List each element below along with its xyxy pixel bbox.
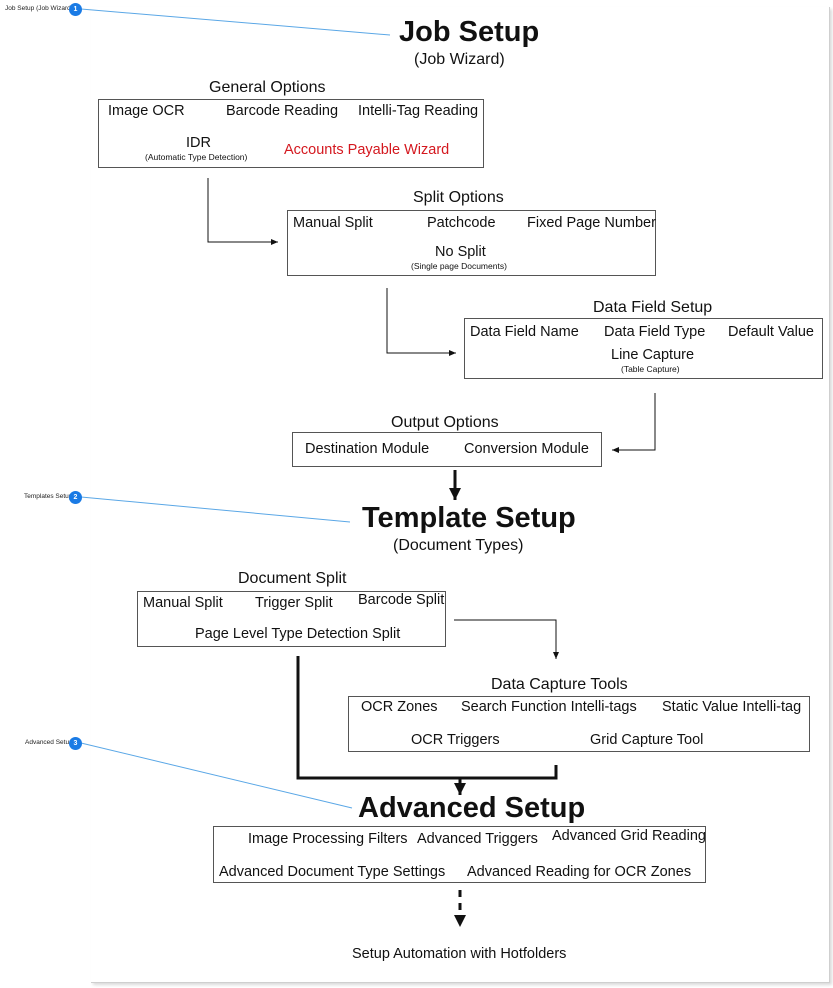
barcode-reading-option: Barcode Reading bbox=[226, 103, 339, 119]
setup-automation-hotfolders: Setup Automation with Hotfolders bbox=[352, 946, 567, 962]
conversion-module-option: Conversion Module bbox=[464, 441, 589, 457]
general-options-title: General Options bbox=[209, 79, 326, 96]
job-setup-subtitle: (Job Wizard) bbox=[414, 51, 505, 68]
patchcode-option: Patchcode bbox=[427, 215, 496, 231]
image-ocr-option: Image OCR bbox=[108, 103, 185, 119]
destination-module-option: Destination Module bbox=[305, 441, 430, 457]
manual-split-option: Manual Split bbox=[293, 215, 373, 231]
arrow-split-to-datafield bbox=[386, 288, 456, 356]
callout-2-badge[interactable]: 2 bbox=[69, 491, 82, 504]
callout-1-leader bbox=[80, 8, 391, 36]
data-capture-tools-box bbox=[348, 696, 810, 752]
grid-capture-tool-option: Grid Capture Tool bbox=[590, 732, 704, 748]
output-options-box bbox=[292, 432, 602, 467]
page-level-split-option: Page Level Type Detection Split bbox=[195, 626, 401, 642]
advanced-triggers-option: Advanced Triggers bbox=[417, 831, 538, 847]
callout-2-label: Templates Setup bbox=[24, 493, 73, 500]
intelli-tag-reading-option: Intelli-Tag Reading bbox=[358, 103, 479, 119]
callout-3-label: Advanced Setup bbox=[25, 739, 73, 746]
idr-option: IDR bbox=[186, 135, 211, 151]
advanced-reading-ocr-zones-option: Advanced Reading for OCR Zones bbox=[467, 864, 692, 880]
split-options-title: Split Options bbox=[413, 189, 504, 206]
data-field-name-option: Data Field Name bbox=[470, 324, 579, 340]
arrow-datafield-to-output bbox=[612, 393, 656, 453]
ocr-zones-option: OCR Zones bbox=[361, 699, 438, 715]
template-setup-subtitle: (Document Types) bbox=[393, 537, 524, 554]
callout-1-label: Job Setup (Job Wizard) bbox=[5, 5, 73, 12]
barcode-split-option: Barcode Split bbox=[358, 592, 445, 608]
advanced-document-type-settings-option: Advanced Document Type Settings bbox=[219, 864, 446, 880]
line-capture-option: Line Capture bbox=[611, 347, 695, 363]
document-split-title: Document Split bbox=[238, 570, 347, 587]
trigger-split-option: Trigger Split bbox=[255, 595, 333, 611]
no-split-subtitle: (Single page Documents) bbox=[411, 261, 507, 271]
doc-manual-split-option: Manual Split bbox=[143, 595, 223, 611]
idr-subtitle: (Automatic Type Detection) bbox=[145, 152, 248, 162]
fixed-page-number-option: Fixed Page Number bbox=[527, 215, 656, 231]
accounts-payable-wizard-option: Accounts Payable Wizard bbox=[284, 142, 450, 158]
callout-3-leader bbox=[80, 742, 353, 809]
advanced-grid-reading-option: Advanced Grid Reading bbox=[552, 828, 706, 844]
data-field-setup-title: Data Field Setup bbox=[593, 299, 713, 316]
no-split-option: No Split bbox=[435, 244, 486, 260]
data-capture-tools-title: Data Capture Tools bbox=[491, 676, 628, 693]
default-value-option: Default Value bbox=[728, 324, 814, 340]
arrow-general-to-split bbox=[207, 178, 278, 245]
job-setup-title: Job Setup bbox=[399, 16, 540, 48]
image-processing-filters-option: Image Processing Filters bbox=[248, 831, 408, 847]
ocr-triggers-option: OCR Triggers bbox=[411, 732, 500, 748]
static-value-intelli-tag-option: Static Value Intelli-tag bbox=[662, 699, 802, 715]
general-options-box bbox=[98, 99, 484, 168]
merge-line bbox=[296, 656, 558, 780]
callout-1-badge[interactable]: 1 bbox=[69, 3, 82, 16]
document-split-box bbox=[137, 591, 446, 647]
data-field-setup-box bbox=[464, 318, 823, 379]
template-setup-title: Template Setup bbox=[362, 502, 576, 534]
line-capture-subtitle: (Table Capture) bbox=[621, 364, 680, 374]
split-options-box bbox=[287, 210, 656, 276]
callout-2-leader bbox=[80, 496, 351, 523]
search-function-intelli-tags-option: Search Function Intelli-tags bbox=[461, 699, 637, 715]
data-field-type-option: Data Field Type bbox=[604, 324, 706, 340]
advanced-setup-title: Advanced Setup bbox=[358, 792, 586, 824]
output-options-title: Output Options bbox=[391, 414, 499, 431]
arrow-docsplit-to-capture bbox=[454, 619, 559, 659]
callout-3-badge[interactable]: 3 bbox=[69, 737, 82, 750]
advanced-setup-box bbox=[213, 826, 706, 883]
